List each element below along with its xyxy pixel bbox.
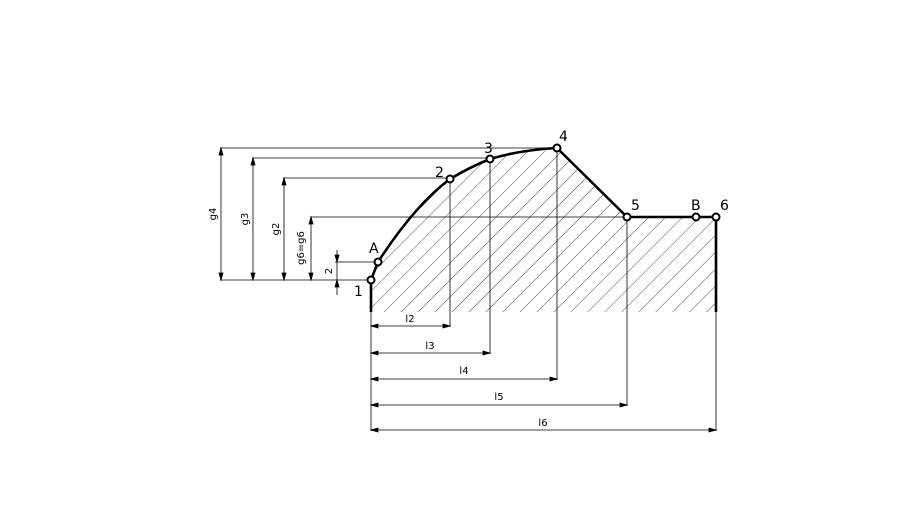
point-a-label: A	[369, 241, 379, 257]
vertical-dimension-lines	[218, 146, 340, 295]
dim-l6-label: l6	[538, 418, 547, 429]
point-a-marker	[373, 257, 383, 267]
point-6-marker	[711, 212, 721, 222]
dim-l3-label: l3	[425, 341, 434, 352]
point-markers	[366, 143, 721, 285]
point-b-label: B	[691, 198, 701, 214]
point-1-marker	[366, 275, 376, 285]
dim-g2-label: g2	[271, 223, 282, 236]
point-5-marker	[622, 212, 632, 222]
point-6-label: 6	[720, 198, 729, 214]
dim-2-label: 2	[324, 268, 335, 274]
dim-g4-label: g4	[208, 208, 219, 221]
dim-l5-label: l5	[494, 392, 503, 403]
horizontal-dimension-lines	[369, 323, 718, 433]
profile-contour	[369, 146, 718, 312]
point-1-label: 1	[354, 284, 363, 300]
hatched-section	[371, 148, 716, 312]
point-3-marker	[485, 154, 495, 164]
point-5-label: 5	[631, 198, 640, 214]
dim-l4-label: l4	[459, 366, 468, 377]
dim-l2-label: l2	[405, 314, 414, 325]
dim-g6-label: g6=g6	[296, 231, 307, 265]
point-2-label: 2	[435, 165, 444, 181]
point-b-marker	[691, 212, 701, 222]
point-4-label: 4	[559, 129, 568, 145]
point-3-label: 3	[484, 141, 493, 157]
point-4-marker	[552, 143, 562, 153]
dim-g3-label: g3	[240, 213, 251, 226]
point-2-marker	[445, 174, 455, 184]
